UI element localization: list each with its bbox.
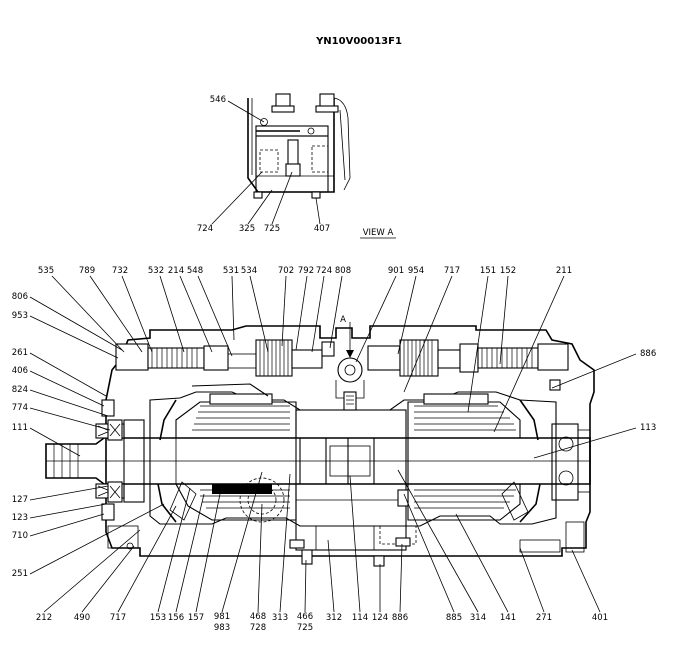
part-label-312: 312 (326, 613, 342, 623)
part-label-717-top: 717 (444, 266, 460, 276)
part-label-885: 885 (446, 613, 462, 623)
part-label-406: 406 (12, 366, 28, 376)
part-label-314: 314 (470, 613, 486, 623)
part-label-789: 789 (79, 266, 95, 276)
main-section: A (45, 315, 595, 567)
part-label-534: 534 (241, 266, 257, 276)
part-label-313: 313 (272, 613, 288, 623)
view-a-caption: VIEW A (363, 228, 394, 238)
part-label-717-bottom: 717 (110, 613, 126, 623)
part-label-124: 124 (372, 613, 388, 623)
part-label-151: 151 (480, 266, 496, 276)
part-label-111: 111 (12, 423, 28, 433)
part-label-535: 535 (38, 266, 54, 276)
part-label-725-bottom: 725 (297, 623, 313, 633)
part-label-824: 824 (12, 385, 28, 395)
part-label-531: 531 (223, 266, 239, 276)
view-a-label-546: 546 (210, 95, 226, 105)
part-label-981: 981 (214, 612, 230, 622)
part-label-548: 548 (187, 266, 203, 276)
part-label-401: 401 (592, 613, 608, 623)
part-label-156: 156 (168, 613, 184, 623)
leader-lines (29, 275, 637, 613)
part-label-114: 114 (352, 613, 368, 623)
part-label-490: 490 (74, 613, 90, 623)
part-label-214: 214 (168, 266, 184, 276)
part-label-251: 251 (12, 569, 28, 579)
part-label-728: 728 (250, 623, 266, 633)
view-a-label-407: 407 (314, 224, 330, 234)
part-label-123: 123 (12, 513, 28, 523)
part-label-152: 152 (500, 266, 516, 276)
view-arrow-label: A (340, 315, 346, 325)
part-label-211: 211 (556, 266, 572, 276)
part-label-806: 806 (12, 292, 28, 302)
bottom-labels: 212 490 717 153 156 157 981 983 468 728 … (36, 612, 608, 633)
part-label-141: 141 (500, 613, 516, 623)
view-a-label-725: 725 (264, 224, 280, 234)
part-label-127: 127 (12, 495, 28, 505)
part-label-532: 532 (148, 266, 164, 276)
part-label-953: 953 (12, 311, 28, 321)
part-label-271: 271 (536, 613, 552, 623)
part-label-113: 113 (640, 423, 656, 433)
part-label-468: 468 (250, 612, 266, 622)
left-labels: 806 953 261 406 824 774 111 127 123 710 … (12, 292, 28, 579)
part-label-886-bottom: 886 (392, 613, 408, 623)
part-label-983: 983 (214, 623, 230, 633)
part-label-153: 153 (150, 613, 166, 623)
drawing-code: YN10V00013F1 (315, 36, 402, 47)
part-label-954: 954 (408, 266, 424, 276)
part-label-808: 808 (335, 266, 351, 276)
part-label-886-right: 886 (640, 349, 656, 359)
part-label-901: 901 (388, 266, 404, 276)
view-a-detail: 546 724 325 725 407 VIEW A (197, 93, 396, 239)
part-label-261: 261 (12, 348, 28, 358)
part-label-212: 212 (36, 613, 52, 623)
part-label-732: 732 (112, 266, 128, 276)
part-label-792: 792 (298, 266, 314, 276)
part-label-466: 466 (297, 612, 313, 622)
view-a-label-325: 325 (239, 224, 255, 234)
part-label-774: 774 (12, 403, 28, 413)
right-labels: 886 113 (640, 349, 656, 433)
view-a-label-724: 724 (197, 224, 213, 234)
top-labels: 535 789 732 532 214 548 531 534 702 792 … (38, 266, 572, 276)
part-label-710: 710 (12, 531, 28, 541)
part-label-702: 702 (278, 266, 294, 276)
part-label-157: 157 (188, 613, 204, 623)
part-label-724-top: 724 (316, 266, 332, 276)
